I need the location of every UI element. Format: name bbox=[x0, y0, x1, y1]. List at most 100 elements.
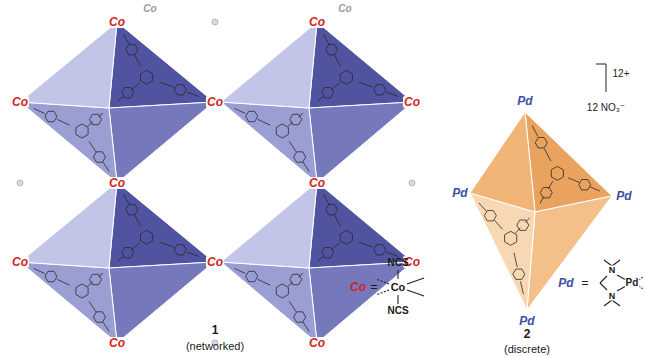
ligand-label: NCS bbox=[386, 306, 409, 316]
bond bbox=[317, 256, 324, 262]
bond bbox=[386, 92, 398, 96]
bond bbox=[258, 279, 270, 285]
metal-label: Co bbox=[403, 96, 421, 108]
bond bbox=[323, 34, 328, 44]
octahedron-face bbox=[221, 182, 317, 268]
octahedron-face bbox=[221, 102, 317, 183]
bond bbox=[124, 194, 129, 204]
metal-label: Pd bbox=[451, 187, 468, 199]
ring bbox=[294, 152, 306, 162]
equals-sign: = bbox=[369, 281, 378, 293]
octahedron-face bbox=[309, 182, 413, 268]
octahedron-face bbox=[20, 262, 117, 343]
metal-label: Co bbox=[108, 16, 126, 28]
octahedron-face bbox=[470, 112, 535, 212]
atom-label: Co bbox=[390, 282, 407, 293]
metal-label: Pd bbox=[518, 315, 535, 327]
bond bbox=[298, 273, 303, 277]
octahedron-face bbox=[20, 102, 117, 183]
bond bbox=[89, 141, 96, 151]
back-vertex bbox=[212, 19, 218, 25]
bond bbox=[160, 242, 173, 247]
octahedron-face bbox=[309, 22, 413, 108]
bond bbox=[103, 162, 109, 171]
compound-number: 1 bbox=[211, 324, 220, 336]
octahedron-face bbox=[221, 262, 317, 343]
ring bbox=[94, 152, 106, 162]
ring bbox=[340, 70, 352, 84]
bond bbox=[335, 215, 341, 226]
ring bbox=[126, 205, 138, 215]
back-vertex bbox=[17, 180, 23, 186]
compound-caption: (networked) bbox=[185, 341, 245, 352]
octahedron-face bbox=[527, 196, 612, 310]
octahedron-face bbox=[109, 102, 214, 183]
ring bbox=[374, 85, 386, 95]
bond bbox=[98, 273, 103, 277]
ring bbox=[45, 111, 57, 121]
ring bbox=[535, 138, 547, 148]
bond bbox=[544, 149, 550, 161]
ring bbox=[76, 284, 88, 298]
ring bbox=[579, 180, 591, 190]
cobalt-node-structure bbox=[376, 270, 424, 304]
bond bbox=[103, 322, 109, 331]
bond bbox=[34, 268, 45, 273]
bond bbox=[303, 322, 309, 331]
bond bbox=[323, 194, 328, 204]
atom-label: N bbox=[608, 266, 617, 275]
bond bbox=[335, 55, 341, 66]
bond bbox=[57, 119, 69, 125]
bond bbox=[514, 253, 517, 267]
metal-label: Pd bbox=[615, 190, 632, 202]
bond bbox=[520, 281, 523, 294]
legend-metal: Pd bbox=[557, 277, 574, 289]
ring bbox=[76, 124, 88, 138]
bond bbox=[590, 187, 600, 191]
octahedron-face bbox=[109, 22, 214, 108]
ring bbox=[540, 188, 552, 198]
ring bbox=[276, 124, 288, 138]
metal-label: Co bbox=[11, 256, 29, 268]
metal-label-back: Co bbox=[337, 4, 352, 14]
bond bbox=[117, 96, 124, 102]
bond bbox=[132, 83, 140, 89]
bond bbox=[234, 108, 245, 113]
compound-number: 2 bbox=[523, 328, 532, 340]
metal-label: Co bbox=[11, 96, 29, 108]
octahedron-face bbox=[309, 262, 413, 343]
bond bbox=[303, 162, 309, 171]
palladium-node-structure bbox=[600, 260, 643, 306]
ring bbox=[141, 230, 153, 244]
ring bbox=[126, 45, 138, 55]
bond bbox=[187, 252, 199, 256]
bond bbox=[386, 252, 398, 256]
bond bbox=[34, 108, 45, 113]
octahedron-face bbox=[470, 193, 535, 310]
bond bbox=[132, 243, 140, 249]
bond bbox=[160, 82, 173, 87]
compound-caption: (discrete) bbox=[503, 344, 551, 355]
metal-label: Co bbox=[108, 177, 126, 189]
bond bbox=[258, 119, 270, 125]
atom-label: Pd bbox=[625, 278, 640, 288]
ring bbox=[326, 205, 338, 215]
bond bbox=[532, 125, 538, 136]
bond bbox=[117, 256, 124, 262]
equals-sign: = bbox=[580, 277, 589, 289]
metal-label: Co bbox=[206, 96, 224, 108]
ring bbox=[505, 231, 517, 245]
bond bbox=[187, 92, 199, 96]
bond bbox=[289, 301, 296, 311]
bond bbox=[57, 279, 69, 285]
ring bbox=[517, 220, 529, 230]
octahedron-face bbox=[525, 112, 612, 212]
network-octahedra bbox=[17, 19, 415, 346]
metal-label-back: Co bbox=[142, 4, 157, 14]
octahedron-face bbox=[221, 22, 317, 108]
metal-label: Co bbox=[308, 337, 326, 349]
bond bbox=[89, 301, 96, 311]
octahedron-face bbox=[109, 182, 214, 268]
bond bbox=[331, 83, 338, 89]
bond bbox=[540, 197, 544, 204]
